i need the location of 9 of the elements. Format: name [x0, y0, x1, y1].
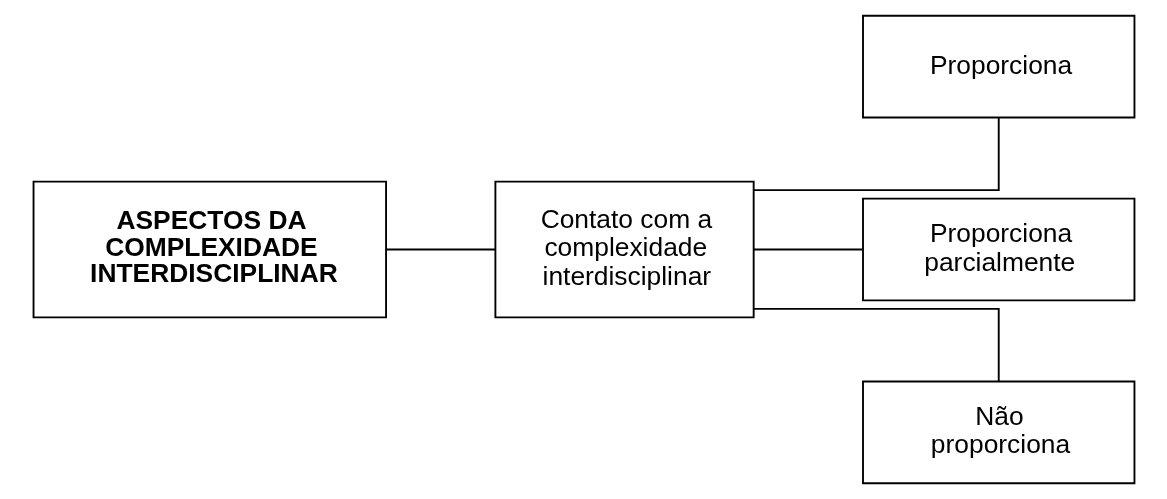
connector: [752, 116, 1000, 192]
node-box: Proporciona: [861, 14, 1135, 119]
node-box: Contato com a complexidade interdisciplinar: [493, 180, 755, 319]
connector: [384, 248, 496, 251]
node-box: Não proporciona: [861, 380, 1135, 485]
connector: [752, 307, 1000, 383]
node-box: Proporciona parcialmente: [861, 197, 1135, 302]
connector: [752, 248, 863, 251]
node-box: ASPECTOS DA COMPLEXIDADE INTERDISCIPLINAR: [32, 180, 387, 319]
